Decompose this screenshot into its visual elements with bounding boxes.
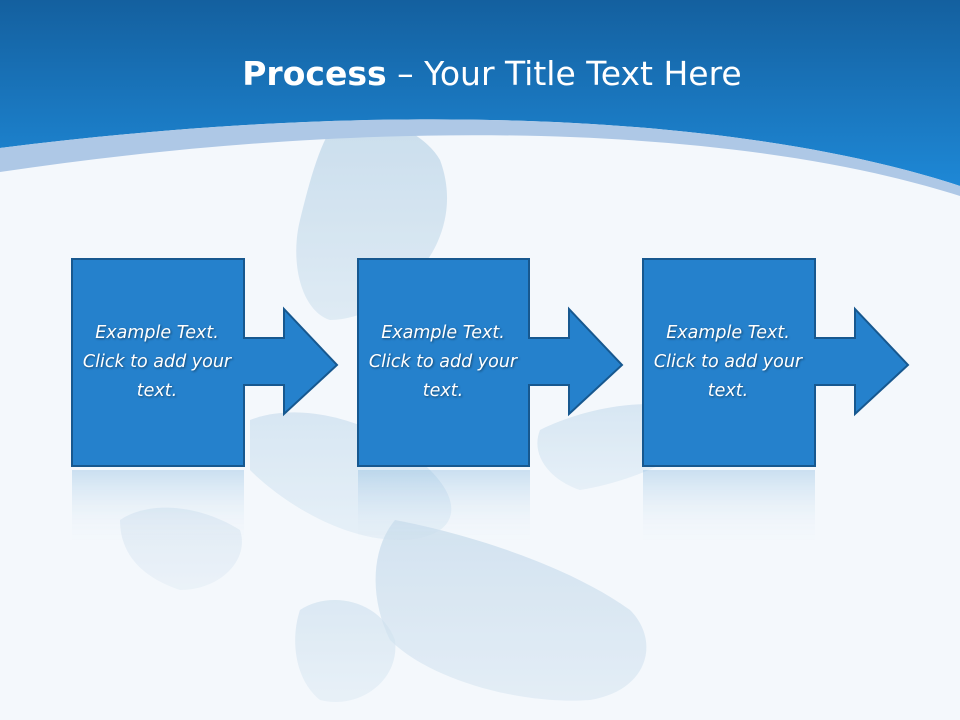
step-arrow-shape (642, 258, 910, 467)
step-arrow-shape (71, 258, 339, 467)
step-text-box: Example Text. Click to add your text. (71, 258, 243, 466)
header-band (0, 0, 960, 186)
process-step-2[interactable]: Example Text. Click to add your text. (357, 258, 697, 468)
step-label: Example Text. Click to add your text. (368, 322, 518, 401)
slide-title[interactable]: Process – Your Title Text Here (0, 52, 960, 96)
process-step-1[interactable]: Example Text. Click to add your text. (71, 258, 411, 468)
step-text-box: Example Text. Click to add your text. (642, 258, 814, 466)
step-reflection (71, 470, 411, 550)
header-swoosh (0, 119, 960, 196)
step-reflection (357, 470, 697, 550)
title-bold: Process (242, 54, 387, 93)
process-step-3[interactable]: Example Text. Click to add your text. (642, 258, 960, 468)
step-label: Example Text. Click to add your text. (653, 322, 803, 401)
step-reflection (642, 470, 960, 550)
step-label: Example Text. Click to add your text. (82, 322, 232, 401)
step-text-box: Example Text. Click to add your text. (357, 258, 529, 466)
step-arrow-shape (357, 258, 624, 467)
title-rest: – Your Title Text Here (386, 54, 742, 93)
